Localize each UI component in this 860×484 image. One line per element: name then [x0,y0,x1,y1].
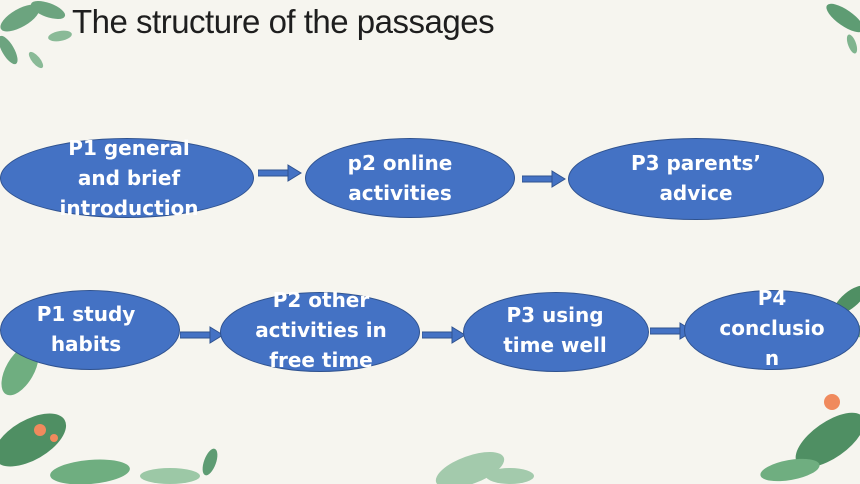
node-label: P1 study habits [36,302,136,356]
node-p1-study-habits [0,290,180,370]
right-arrow-icon [422,326,466,344]
node-p2-other-activities [220,292,420,372]
page-title: The structure of the passages [72,3,495,40]
node-p3-using-time-well [463,292,649,372]
leaf-decoration-bottom-center [435,451,534,484]
right-arrow-icon [522,170,566,188]
node-p3-parents-advice [568,138,824,220]
node-label: P4 conclusio n [719,286,825,370]
node-p2-online-activities [305,138,515,218]
leaf-decoration-top-left [0,0,72,69]
node-p1-general-introduction [0,138,254,218]
right-arrow-icon [180,326,224,344]
node-label: p2 online activities [347,151,453,205]
node-label: P3 using time well [503,303,607,357]
leaf-decoration-top-right [826,3,860,54]
node-label: P2 other activities in free time [255,288,387,372]
flower-decoration [34,394,840,442]
leaf-decoration-bottom-left [0,344,218,484]
node-label: P1 general and brief introduction [59,136,199,220]
node-label: P3 parents’ advice [630,151,762,205]
right-arrow-icon [258,164,302,182]
